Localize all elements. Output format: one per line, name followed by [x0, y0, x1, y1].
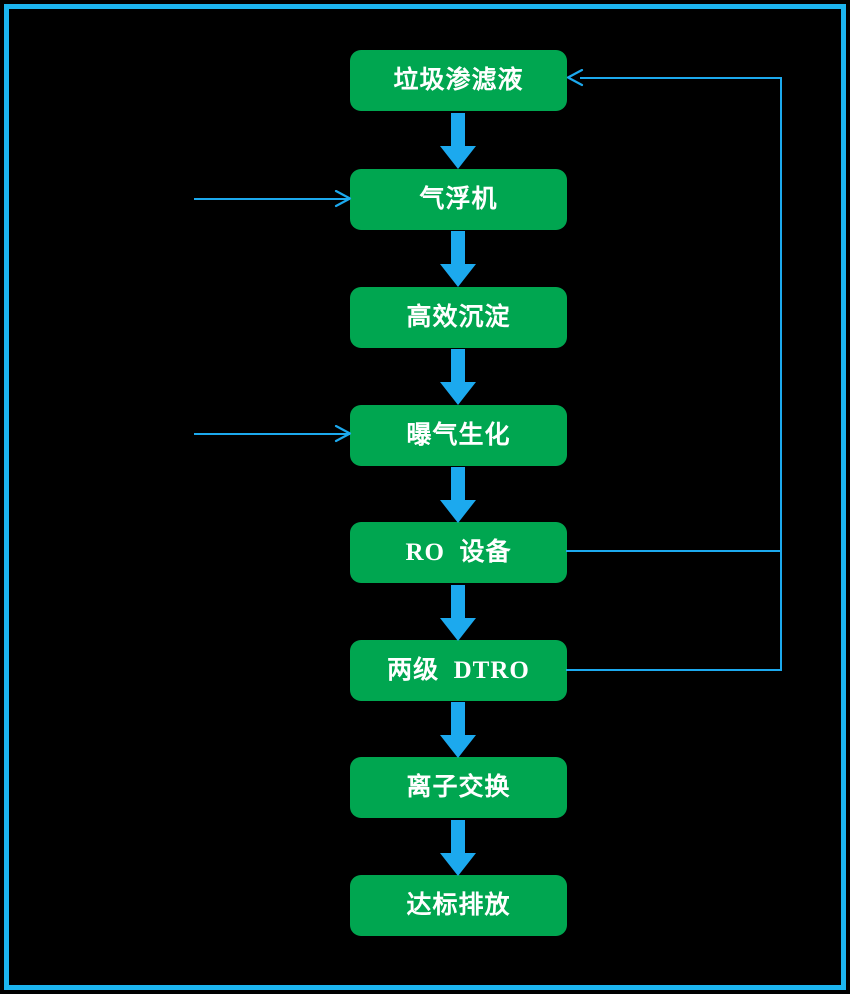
- node-settling[interactable]: 高效沉淀: [350, 287, 567, 348]
- recycle-line-dtro: [566, 669, 782, 671]
- recycle-line-riser: [780, 78, 782, 670]
- flow-arrow-down-icon: [440, 820, 476, 876]
- node-label: RO 设备: [405, 539, 512, 566]
- node-label: 气浮机: [419, 186, 498, 213]
- input-line: [194, 198, 350, 200]
- recycle-line-return: [580, 77, 782, 79]
- node-flotation[interactable]: 气浮机: [350, 169, 567, 230]
- node-aeration[interactable]: 曝气生化: [350, 405, 567, 466]
- node-leachate[interactable]: 垃圾渗滤液: [350, 50, 567, 111]
- node-label: 高效沉淀: [406, 304, 511, 331]
- node-discharge[interactable]: 达标排放: [350, 875, 567, 936]
- node-label: 两级 DTRO: [387, 657, 530, 684]
- node-label: 离子交换: [406, 774, 511, 801]
- node-label: 曝气生化: [406, 422, 511, 449]
- node-label: 垃圾渗滤液: [393, 67, 524, 94]
- flow-arrow-down-icon: [440, 702, 476, 758]
- input-line: [194, 433, 350, 435]
- flow-arrow-down-icon: [440, 467, 476, 523]
- diagram-border-frame: [4, 4, 846, 990]
- node-ion-exchange[interactable]: 离子交换: [350, 757, 567, 818]
- node-dtro[interactable]: 两级 DTRO: [350, 640, 567, 701]
- node-ro[interactable]: RO 设备: [350, 522, 567, 583]
- arrowhead-right-icon: [334, 425, 352, 443]
- node-label: 达标排放: [406, 892, 511, 919]
- flow-arrow-down-icon: [440, 231, 476, 287]
- arrowhead-left-icon: [566, 69, 584, 87]
- flow-arrow-down-icon: [440, 113, 476, 169]
- flow-arrow-down-icon: [440, 349, 476, 405]
- arrowhead-right-icon: [334, 190, 352, 208]
- recycle-line-ro: [566, 550, 782, 552]
- flow-arrow-down-icon: [440, 585, 476, 641]
